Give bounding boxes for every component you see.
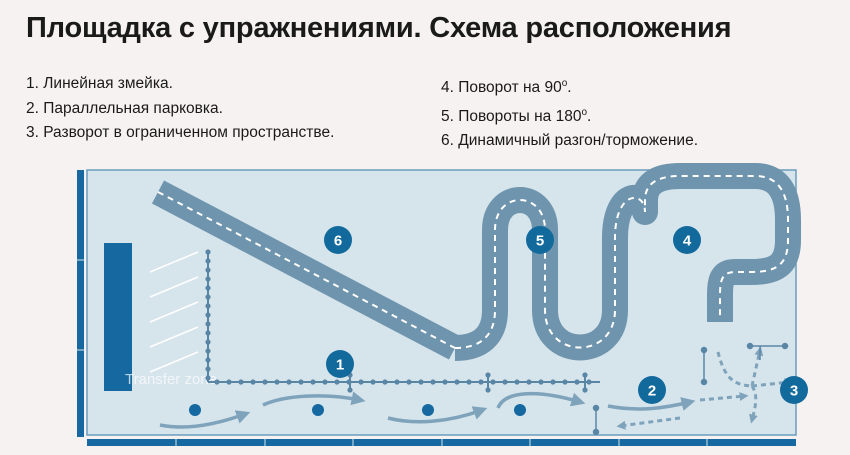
field-left-border (77, 170, 84, 437)
cone (485, 387, 491, 393)
exercise-list-right: 4. Поворот на 90o. 5. Повороты на 180o. … (441, 72, 698, 154)
cone (214, 379, 220, 385)
cone (574, 379, 580, 385)
transfer-zone-label: Transfer zone (125, 371, 217, 388)
cone (205, 294, 211, 300)
cone (262, 379, 268, 385)
cone (382, 379, 388, 385)
cone (370, 379, 376, 385)
cone (346, 379, 352, 385)
cone (466, 379, 472, 385)
trajectory-arrows (159, 391, 696, 429)
border-ticks (77, 259, 708, 446)
transfer-zone (104, 243, 132, 391)
cone (347, 387, 353, 393)
cone (526, 379, 532, 385)
cone (205, 366, 211, 372)
cone (205, 267, 211, 273)
cone (454, 379, 460, 385)
cone (205, 348, 211, 354)
cone (442, 379, 448, 385)
svg-text:2: 2 (648, 383, 656, 400)
cone (586, 379, 592, 385)
svg-text:1: 1 (336, 357, 344, 374)
cone (514, 379, 520, 385)
exercise-badge-1: 1 (326, 350, 354, 378)
cone (430, 379, 436, 385)
cone (250, 379, 256, 385)
svg-text:6: 6 (334, 233, 342, 250)
u-turn-road (454, 163, 801, 361)
cone (205, 258, 211, 264)
cone (322, 379, 328, 385)
svg-text:4: 4 (683, 233, 692, 250)
cone (485, 372, 491, 378)
cone (205, 303, 211, 309)
exercise-badge-4: 4 (673, 226, 701, 254)
cone (238, 379, 244, 385)
exercise-item-2: 2. Параллельная парковка. (26, 99, 223, 117)
cone (562, 379, 568, 385)
cone (478, 379, 484, 385)
parking-paths (616, 346, 794, 430)
cone (538, 379, 544, 385)
exercise-badge-5: 5 (526, 226, 554, 254)
exercise-list-left: 1. Линейная змейка. 2. Параллельная парк… (26, 72, 334, 146)
cone (205, 312, 211, 318)
cone (205, 321, 211, 327)
svg-text:5: 5 (536, 233, 544, 250)
cone (394, 379, 400, 385)
parking-hatch (149, 251, 199, 373)
cone (406, 379, 412, 385)
page-title: Площадка с упражнениями. Схема расположе… (26, 12, 732, 44)
cone (286, 379, 292, 385)
degree-mark: o (581, 106, 588, 118)
degree-mark: o (561, 78, 568, 89)
exercise-item-3: 3. Разворот в ограниченном пространстве. (26, 124, 335, 141)
exercise-item-6: 6. Динамичный разгон/торможение. (441, 132, 698, 150)
cone (274, 379, 280, 385)
exercise-item-5: 5. Повороты на 180o. (441, 106, 592, 125)
cone (582, 387, 588, 393)
car-markers (189, 404, 526, 416)
cone (226, 379, 232, 385)
cone (418, 379, 424, 385)
cone (334, 379, 340, 385)
cone (205, 357, 211, 363)
parking-markers (592, 342, 789, 436)
cone (358, 379, 364, 385)
cone (310, 379, 316, 385)
acceleration-road-dash (157, 191, 456, 349)
exercise-item-1: 1. Линейная змейка. (26, 75, 173, 92)
cone (502, 379, 508, 385)
cone (205, 285, 211, 291)
cone (205, 339, 211, 345)
exercise-badge-2: 2 (638, 376, 666, 404)
cone (205, 276, 211, 282)
exercise-badge-6: 6 (324, 226, 352, 254)
cone (550, 379, 556, 385)
exercise-badge-3: 3 (780, 376, 808, 404)
exercise-item-4: 4. Поворот на 90o. (441, 78, 572, 97)
cone (205, 249, 211, 255)
cone (205, 330, 211, 336)
cones (205, 249, 592, 393)
cone (298, 379, 304, 385)
svg-text:3: 3 (790, 383, 798, 400)
cone (490, 379, 496, 385)
cone (205, 375, 211, 381)
cone (582, 372, 588, 378)
